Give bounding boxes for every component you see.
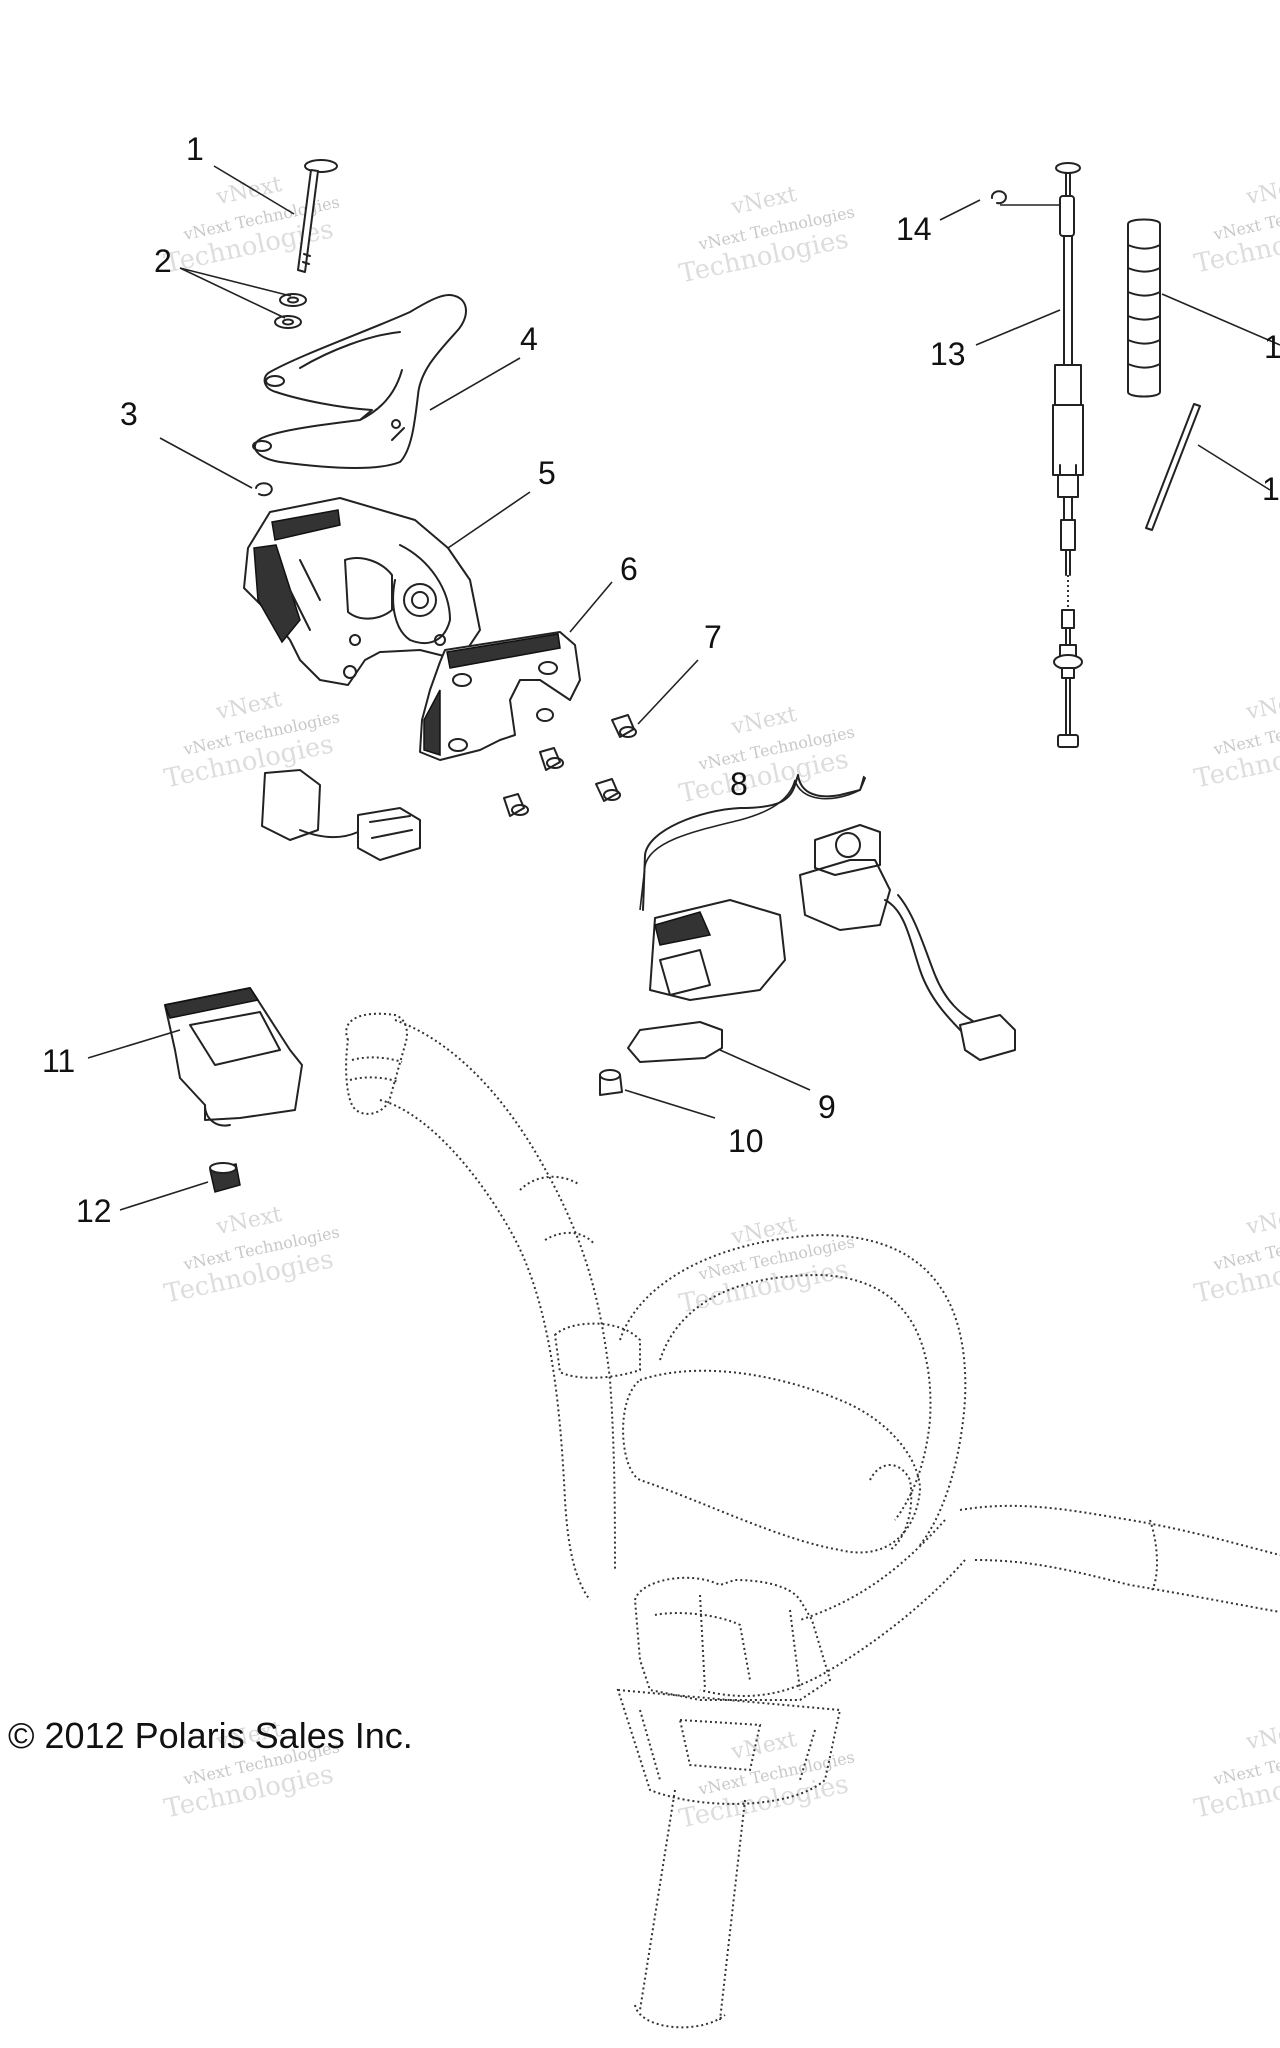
callout-15: 1 [1264, 329, 1280, 365]
callout-5: 5 [538, 455, 556, 491]
callout-9: 9 [818, 1089, 836, 1125]
callout-11: 11 [42, 1043, 75, 1079]
watermark-line0: vNext [728, 1727, 799, 1765]
part-12-screw [209, 1162, 241, 1193]
watermark-line0: vNext [728, 1212, 799, 1250]
part-6-clamp [419, 631, 581, 761]
callouts: 1 2 3 4 5 6 7 8 9 10 11 12 13 14 1 1 [42, 131, 1280, 1229]
part-5-housing: POLARIS [243, 497, 481, 686]
callout-16: 1 [1262, 471, 1280, 507]
callout-4: 4 [520, 321, 538, 357]
copyright-text: © 2012 Polaris Sales Inc. [8, 1715, 413, 1756]
watermark-line0: vNext [213, 172, 284, 210]
watermark-line0: vNext [1243, 1202, 1280, 1240]
part-8-switch [627, 774, 1016, 1063]
watermark-line0: vNext [213, 1202, 284, 1240]
callout-1: 1 [186, 131, 204, 167]
watermark-line0: vNext [728, 702, 799, 740]
callout-8: 8 [730, 766, 748, 802]
callout-2: 2 [154, 243, 172, 279]
part-1-bolt [297, 159, 338, 273]
watermark-line0: vNext [213, 687, 284, 725]
callout-12: 12 [76, 1193, 112, 1229]
watermark-line0: vNext [1243, 687, 1280, 725]
part-11-holder [163, 987, 303, 1127]
callout-14: 14 [896, 211, 932, 247]
part-2-washers [274, 293, 307, 329]
part-15-sleeve [1127, 218, 1161, 398]
watermark-line0: vNext [1243, 1717, 1280, 1755]
part-10-screw [599, 1069, 623, 1096]
part-7-screws [503, 714, 637, 817]
callout-10: 10 [728, 1123, 764, 1159]
callout-7: 7 [704, 619, 722, 655]
handlebar-assembly [345, 1012, 1280, 2029]
leader-lines [87, 165, 1280, 1211]
part-13-cable [1052, 162, 1084, 748]
switch-sensor [261, 769, 421, 861]
callout-3: 3 [120, 396, 138, 432]
watermark-line0: vNext [1243, 172, 1280, 210]
callout-13: 13 [930, 336, 966, 372]
watermark-line0: vNext [728, 182, 799, 220]
callout-6: 6 [620, 551, 638, 587]
part-3-clip [255, 482, 273, 497]
part-14-clip [990, 190, 1007, 205]
part-16-rod [1145, 403, 1201, 531]
part-4-lever [252, 294, 467, 469]
